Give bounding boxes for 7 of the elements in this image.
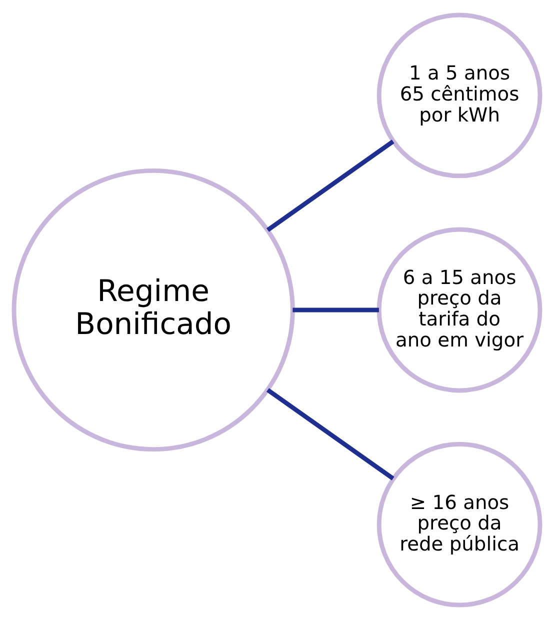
node-circle: 1 a 5 anos 65 cêntimos por kWh <box>376 12 542 178</box>
connector <box>292 307 379 312</box>
node-circle: Regime Bonificado <box>12 168 295 452</box>
node-circle: 6 a 15 anos preço da tarifa do ano em vigor <box>376 226 542 392</box>
node-circle: ≥ 16 anos preço da rede pública <box>376 441 542 607</box>
connector <box>266 139 394 232</box>
connector <box>266 388 394 480</box>
